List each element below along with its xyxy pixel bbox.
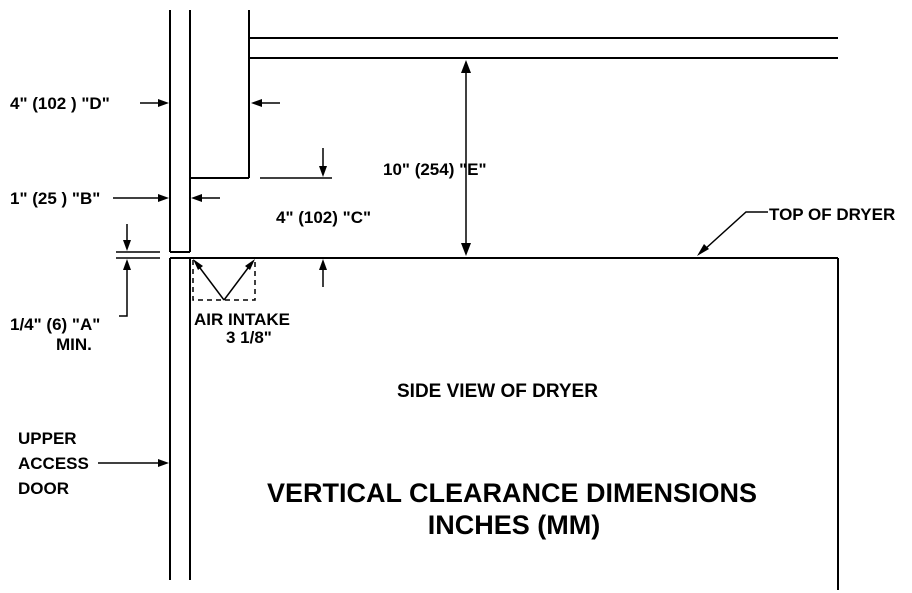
label-upper-access-line3: DOOR <box>18 479 69 498</box>
access-door-panel <box>169 257 191 580</box>
upper-access-leader <box>98 459 169 467</box>
diagram-title-line2: INCHES (MM) <box>428 510 600 540</box>
label-dimension-b: 1" (25 ) "B" <box>10 189 100 208</box>
label-dimension-d: 4" (102 ) "D" <box>10 94 110 113</box>
label-upper-access-line1: UPPER <box>18 429 77 448</box>
label-dimension-a-min: MIN. <box>56 335 92 354</box>
air-intake-opening <box>192 259 256 301</box>
wall-panel <box>169 10 191 253</box>
diagram-title-line1: VERTICAL CLEARANCE DIMENSIONS <box>267 478 757 508</box>
ceiling-beam <box>249 37 838 59</box>
label-dimension-e: 10" (254) "E" <box>383 160 487 179</box>
label-top-of-dryer: TOP OF DRYER <box>769 205 895 224</box>
label-upper-access-line2: ACCESS <box>18 454 89 473</box>
label-air-intake: AIR INTAKE <box>194 310 290 329</box>
dimension-b-arrows <box>113 194 220 202</box>
label-dimension-a: 1/4" (6) "A" <box>10 315 100 334</box>
upper-cabinet <box>190 10 250 179</box>
label-dimension-c: 4" (102) "C" <box>276 208 371 227</box>
dimension-e-arrows <box>461 60 471 256</box>
dryer-top-outline <box>190 257 839 590</box>
label-side-view: SIDE VIEW OF DRYER <box>397 381 598 402</box>
dimension-c-arrows <box>260 148 332 287</box>
top-of-dryer-leader <box>697 211 768 256</box>
label-air-intake-size: 3 1/8" <box>226 328 272 347</box>
dimension-a-arrows <box>116 224 160 317</box>
dimension-d-arrows <box>140 99 280 107</box>
